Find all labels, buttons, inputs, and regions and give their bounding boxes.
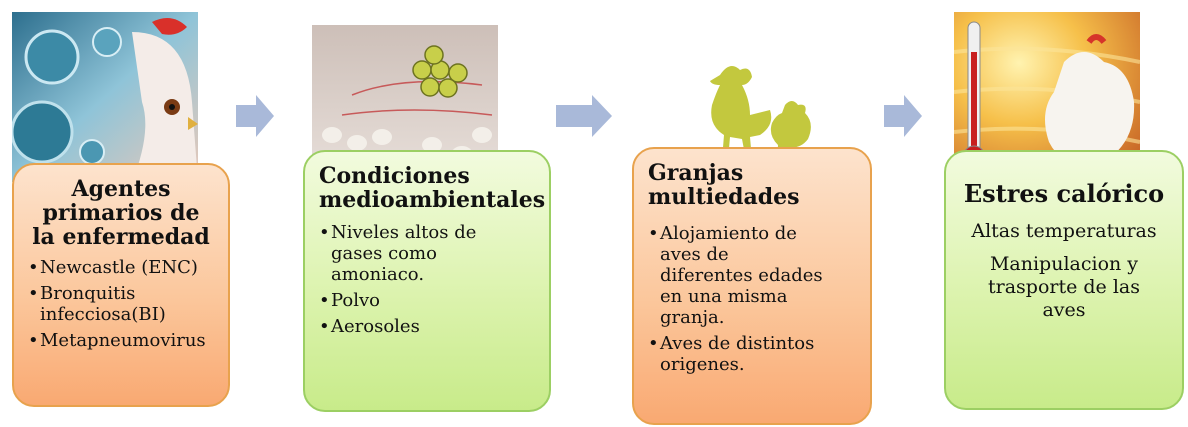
step-list: Niveles altos de gases como amoniaco. Po… <box>319 222 535 337</box>
step-list: Alojamiento de aves de diferentes edades… <box>648 223 856 375</box>
list-item: Aerosoles <box>319 316 495 337</box>
step-title: Condiciones medioambientales <box>319 163 546 213</box>
arrow-right-icon-2 <box>556 95 612 137</box>
list-item: Aves de distintos origenes. <box>648 333 826 375</box>
arrow-right-icon-1 <box>236 95 274 137</box>
virus-chicken-photo <box>12 12 198 182</box>
list-item: Newcastle (ENC) <box>28 257 214 278</box>
step-list: Newcastle (ENC) Bronquitis infecciosa(BI… <box>28 257 214 351</box>
list-item: Bronquitis infecciosa(BI) <box>28 283 214 325</box>
list-item: Polvo <box>319 290 495 311</box>
step-title: Granjas multiedades <box>648 160 800 210</box>
arrow-right-icon-3 <box>884 95 922 137</box>
step-line: Manipulacion y trasporte de las aves <box>988 253 1140 321</box>
step-title: Estres calórico <box>963 179 1165 208</box>
rooster-hen-icons <box>690 55 830 175</box>
step-line: Altas temperaturas <box>971 220 1157 242</box>
list-item: Alojamiento de aves de diferentes edades… <box>648 223 826 328</box>
step-box-agentes-primarios: Agentes primarios de la enfermedad Newca… <box>12 163 230 407</box>
step-box-estres-calorico: Estres calórico Altas temperaturas Manip… <box>944 150 1184 410</box>
list-item: Metapneumovirus <box>28 330 214 351</box>
step-title: Agentes primarios de la enfermedad <box>32 176 210 250</box>
step-box-granjas-multiedades: Granjas multiedades Alojamiento de aves … <box>632 147 872 425</box>
step-box-condiciones-medioambientales: Condiciones medioambientales Niveles alt… <box>303 150 551 412</box>
list-item: Niveles altos de gases como amoniaco. <box>319 222 495 285</box>
